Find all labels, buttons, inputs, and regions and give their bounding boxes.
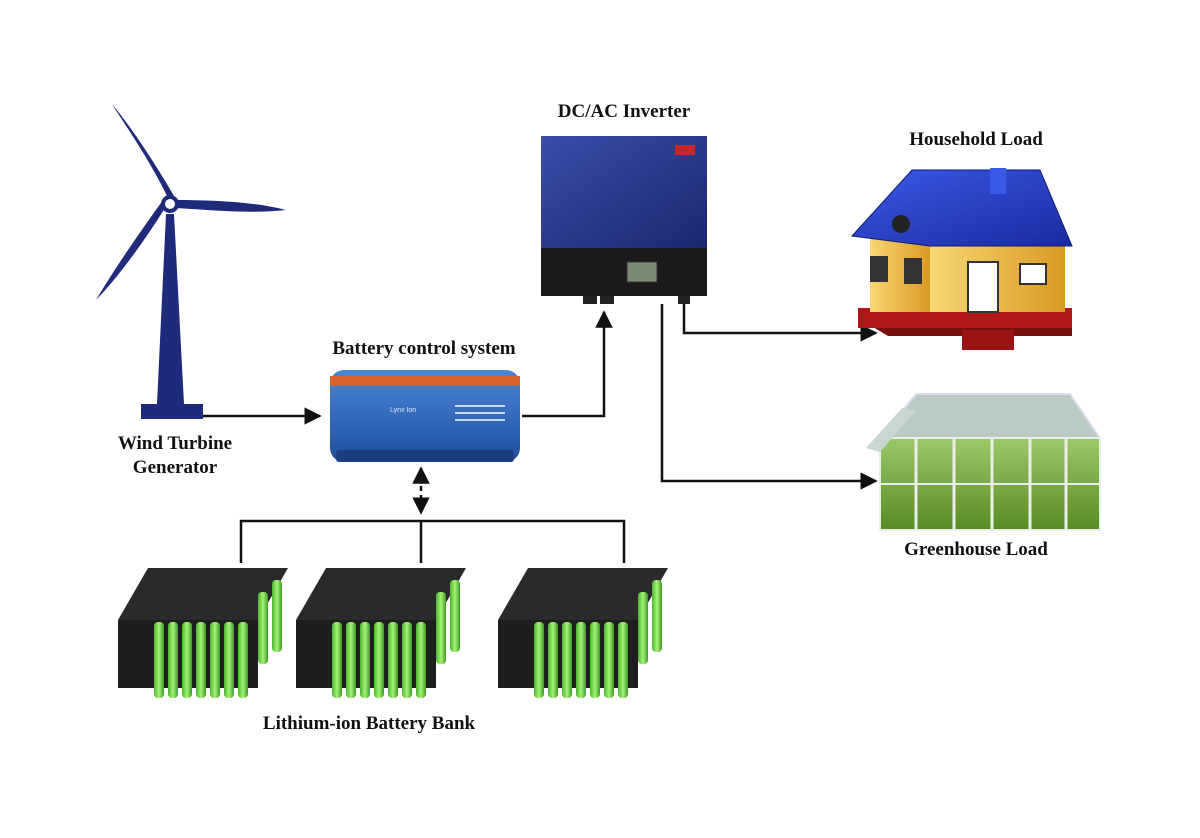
battery-controller-icon: Lynx Ion (330, 370, 520, 462)
wire-battery-bus (239, 519, 626, 563)
svg-text:Lynx Ion: Lynx Ion (390, 407, 416, 414)
greenhouse-icon (866, 393, 1102, 531)
wind-turbine-icon (96, 104, 286, 419)
battery-control-label: Battery control system (332, 338, 516, 359)
wire-inverter-to-greenhouse (660, 304, 878, 490)
wire-inverter-to-household (682, 304, 878, 342)
inverter-label: DC/AC Inverter (557, 101, 691, 122)
greenhouse-label: Greenhouse Load (904, 539, 1048, 560)
battery-pack-icon (118, 568, 288, 698)
battery-bank-label: Lithium-ion Battery Bank (262, 713, 476, 734)
wire-controller-to-inverter (522, 310, 613, 418)
wind-turbine-label-line1: Wind Turbine (117, 433, 233, 454)
connection-wires (203, 304, 878, 563)
household-label: Household Load (909, 129, 1043, 150)
wind-turbine-label: Wind Turbine Generator (100, 432, 250, 480)
battery-pack-icon (296, 568, 466, 698)
wind-turbine-label-line2: Generator (132, 457, 218, 478)
house-icon (850, 168, 1073, 350)
battery-pack-icon (498, 568, 668, 698)
inverter-icon (541, 136, 707, 304)
